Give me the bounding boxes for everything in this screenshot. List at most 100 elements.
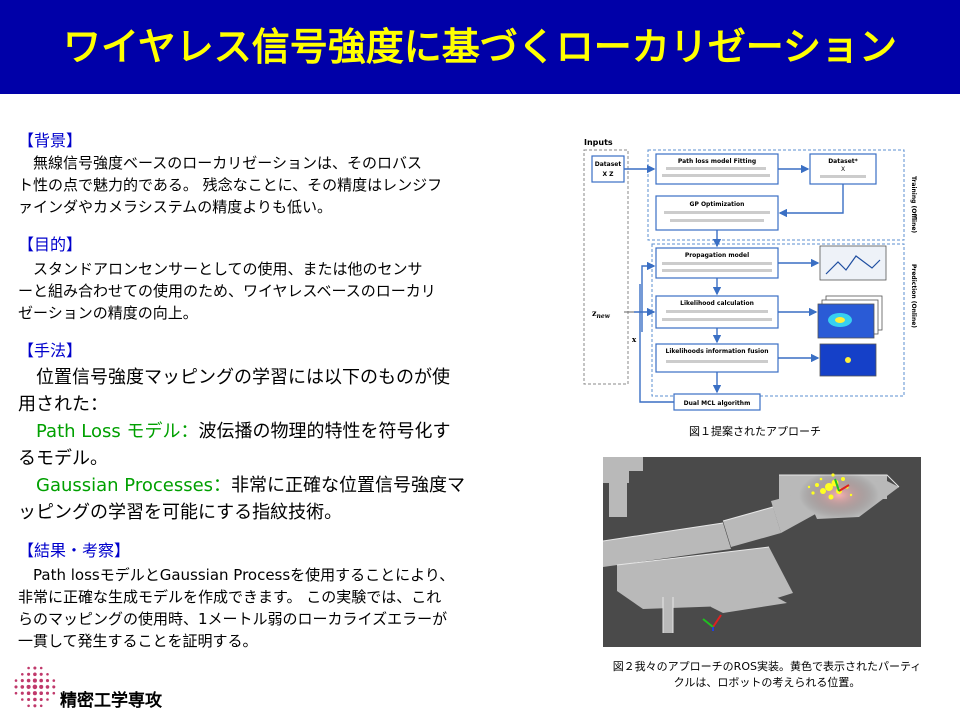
logo-dot: [39, 684, 44, 689]
purpose-line-1: スタンドアロンセンサーとしての使用、または他のセンサ: [18, 260, 423, 278]
likelihood-label: Likelihood calculation: [680, 300, 754, 307]
approach-diagram: Inputs Dataset X Z Training (Offline) Pr…: [583, 138, 917, 411]
logo-dot: [26, 691, 31, 695]
method-item-1-cont: るモデル。: [18, 448, 108, 469]
figure2-caption: 図２我々のアプローチのROS実装。黄色で表示されたパーティ クルは、ロボットの考…: [580, 659, 954, 691]
inputs-frame: [583, 149, 629, 385]
dataset-box: [591, 155, 625, 183]
path-loss-eq-1: [666, 167, 766, 170]
propagation-eq-1: [662, 262, 772, 265]
path-loss-desc: 波伝播の物理的特性を符号化す: [198, 421, 451, 442]
background-line-2: ト性の点で魅力的である。 残念なことに、その精度はレンジフ: [18, 176, 443, 194]
results-line-3: らのマッピングの使用時、1メートル弱のローカライズエラーが: [18, 610, 448, 628]
figure1-caption: 図１提案されたアプローチ: [689, 425, 821, 438]
dataset-vars: X Z: [602, 171, 614, 178]
logo-dot: [46, 698, 49, 701]
gp-desc: 非常に正確な位置信号強度マ: [231, 475, 466, 496]
logo-dot: [14, 691, 18, 695]
dataset-label: Dataset: [595, 161, 622, 168]
prediction-label: Prediction (Online): [910, 264, 917, 328]
dataset-star-label: Dataset*: [828, 158, 858, 165]
department-logo-icon: [14, 666, 56, 708]
likelihood-eq-2: [662, 318, 772, 321]
background-line-1: 無線信号強度ベースのローカリゼーションは、そのロバス: [18, 154, 422, 172]
robot-pose-axes: [834, 478, 850, 492]
logo-dot: [39, 672, 43, 676]
method-intro-2: 用された：: [18, 394, 108, 415]
figure2-caption-line-2: クルは、ロボットの考えられる位置。: [673, 676, 861, 689]
dataset-star-eq: [820, 175, 866, 178]
department-name: 精密工学専攻: [60, 691, 162, 711]
likelihood-eq-1: [666, 310, 768, 313]
fusion-eq: [666, 360, 768, 363]
method-item-2: Gaussian Processes：非常に正確な位置信号強度マ: [18, 472, 563, 499]
gp-eq-2: [670, 219, 764, 222]
logo-dot: [52, 691, 56, 695]
logo-dot: [52, 679, 56, 682]
method-intro-1: 位置信号強度マッピングの学習には以下のものが使: [18, 367, 450, 388]
logo-dot: [32, 684, 38, 690]
plot-thumbnail-fusion: [819, 343, 877, 377]
logo-dot: [39, 678, 43, 683]
gp-eq-1: [664, 211, 770, 214]
purpose-line-3: ゼーションの精度の向上。: [18, 304, 198, 322]
logo-dot: [39, 697, 43, 702]
results-line-1: Path lossモデルとGaussian Processを使用することにより、: [18, 566, 455, 584]
logo-dot: [20, 685, 25, 689]
origin-axes: [702, 614, 722, 631]
propagation-label: Propagation model: [685, 252, 749, 259]
logo-dot: [45, 679, 50, 683]
logo-dot: [45, 691, 50, 695]
logo-dot: [32, 678, 37, 683]
logo-dot: [33, 666, 37, 670]
training-label: Training (Offline): [910, 176, 917, 233]
title-bar: ワイヤレス信号強度に基づくローカリゼーション: [0, 0, 960, 94]
logo-dot: [33, 697, 37, 702]
purpose-line-2: ーと組み合わせての使用のため、ワイヤレスベースのローカリ: [18, 282, 436, 300]
map-walls: [603, 474, 900, 633]
gp-label: GP Optimization: [690, 201, 745, 208]
background-text: 無線信号強度ベースのローカリゼーションは、そのロバス ト性の点で魅力的である。 …: [18, 152, 563, 218]
logo-dot: [26, 678, 31, 683]
ros-map: [603, 457, 921, 647]
logo-dot: [39, 666, 43, 670]
logo-dot: [21, 673, 24, 676]
training-frame: [647, 149, 905, 241]
path-loss-label: Path loss model Fitting: [678, 158, 756, 165]
plot-thumbnail-propagation: [819, 245, 887, 281]
logo-dot: [14, 685, 18, 689]
logo-dot: [39, 691, 43, 695]
logo-dot: [20, 679, 24, 683]
logo-dot: [32, 691, 37, 696]
method-text: 位置信号強度マッピングの学習には以下のものが使 用された： Path Loss …: [18, 364, 563, 526]
dataset-star-x: X: [841, 166, 845, 173]
path-loss-eq-2: [662, 174, 770, 177]
page-title: ワイヤレス信号強度に基づくローカリゼーション: [62, 25, 898, 69]
gp-term: Gaussian Processes：: [36, 475, 232, 496]
prediction-frame: [651, 243, 905, 397]
logo-dot: [21, 698, 24, 701]
heading-purpose: 【目的】: [18, 235, 83, 254]
heading-results: 【結果・考察】: [18, 541, 131, 560]
logo-dot: [27, 672, 31, 676]
method-item-2-cont: ッピングの学習を可能にする指紋技術。: [18, 502, 343, 523]
results-line-4: 一貫して発生することを証明する。: [18, 632, 258, 650]
background-line-3: ァインダやカメラシステムの精度よりも低い。: [18, 198, 332, 216]
logo-dot: [26, 684, 31, 689]
inputs-label: Inputs: [584, 138, 613, 147]
results-line-2: 非常に正確な生成モデルを作成できます。 この実験では、これ: [18, 588, 442, 606]
particle-glow: [799, 471, 879, 519]
dataset-star-box: [809, 153, 877, 185]
fusion-label: Likelihoods information fusion: [666, 348, 769, 355]
logo-dot: [27, 704, 30, 708]
logo-dot: [33, 704, 37, 708]
logo-dot: [46, 673, 49, 676]
logo-dot: [27, 697, 31, 702]
logo-dot: [14, 679, 18, 682]
z-new-label: znew: [592, 308, 611, 320]
plot-thumbnail-likelihood: [817, 295, 883, 339]
heading-background: 【背景】: [18, 131, 83, 150]
propagation-eq-2: [662, 269, 772, 272]
logo-dot: [20, 691, 24, 695]
results-text: Path lossモデルとGaussian Processを使用することにより、…: [18, 564, 563, 652]
